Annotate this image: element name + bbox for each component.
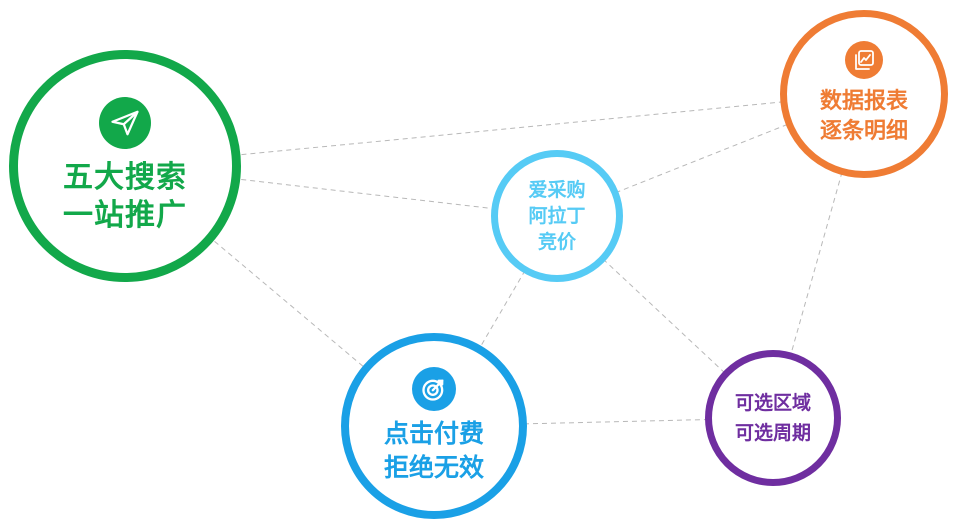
- node-search-line-2: 一站推广: [63, 198, 187, 233]
- chart-report-icon: [845, 41, 883, 79]
- node-click-payment: 点击付费 拒绝无效: [341, 333, 527, 519]
- paper-plane-icon: [99, 97, 151, 149]
- link-search-report: [124, 93, 865, 167]
- node-report-line-1: 数据报表: [819, 89, 908, 114]
- node-bid-line-1: 爱采购: [528, 179, 586, 201]
- node-search-promotion: 五大搜索 一站推广: [9, 50, 241, 282]
- node-bid-line-2: 阿拉丁: [528, 205, 586, 227]
- node-bid-line-3: 竞价: [537, 231, 576, 253]
- node-bidding: 爱采购 阿拉丁 竞价: [491, 150, 623, 282]
- node-region-line-2: 可选周期: [734, 422, 811, 444]
- node-report-line-2: 逐条明细: [819, 119, 908, 144]
- node-pay-line-1: 点击付费: [383, 419, 484, 448]
- target-icon: [412, 367, 456, 411]
- node-search-line-1: 五大搜索: [63, 160, 187, 195]
- node-pay-line-2: 拒绝无效: [383, 453, 484, 482]
- node-region-period: 可选区域 可选周期: [705, 350, 841, 486]
- node-region-line-1: 可选区域: [734, 392, 811, 414]
- node-data-report: 数据报表 逐条明细: [780, 10, 948, 178]
